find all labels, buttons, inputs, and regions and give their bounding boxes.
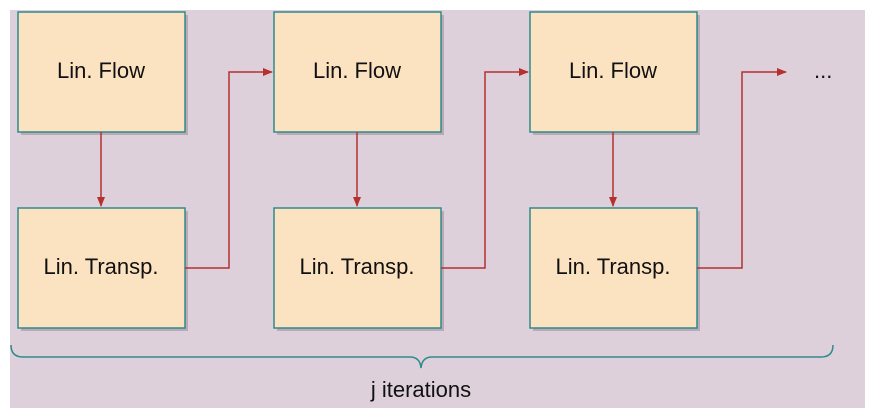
flow-label-3: Lin. Flow	[569, 58, 657, 83]
flow-box-2	[273, 11, 442, 133]
arrow-transp-to-flow-2	[185, 68, 273, 269]
transp-box-1	[17, 207, 186, 329]
continuation-ellipsis: ...	[814, 58, 832, 83]
transp-box-3	[529, 207, 698, 329]
arrow-transp-to-flow-3	[441, 68, 529, 269]
arrow-transp-to-continuation	[697, 68, 787, 269]
transp-label-2: Lin. Transp.	[300, 254, 415, 279]
flow-box-3	[529, 11, 698, 133]
transp-box-2	[273, 207, 442, 329]
transp-label-1: Lin. Transp.	[44, 254, 159, 279]
flow-label-1: Lin. Flow	[57, 58, 145, 83]
iterations-brace	[10, 344, 834, 369]
iterations-label: j iterations	[370, 377, 471, 402]
transp-label-3: Lin. Transp.	[556, 254, 671, 279]
flow-label-2: Lin. Flow	[313, 58, 401, 83]
